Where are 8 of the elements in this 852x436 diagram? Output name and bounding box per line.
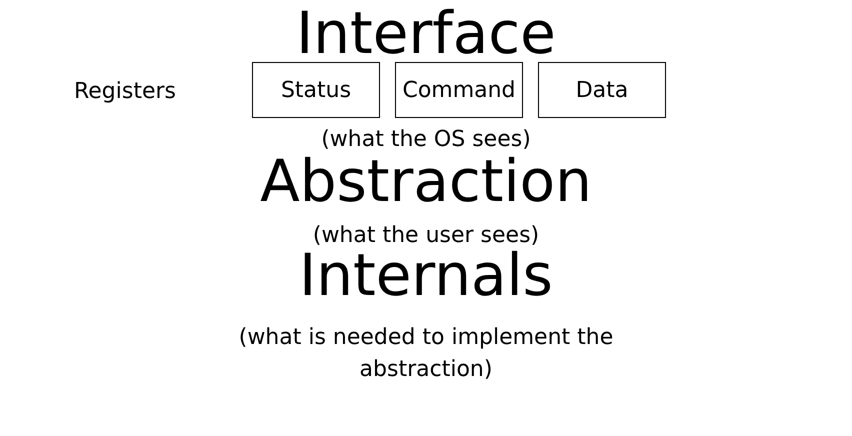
heading: Interface — [295, 4, 557, 62]
heading: Abstraction — [259, 152, 593, 210]
caption-text: (what is needed to implement the abstraction) — [238, 324, 614, 384]
register-box: Status — [252, 62, 380, 118]
register-box: Data — [538, 62, 666, 118]
caption-text: (what the OS sees) — [320, 126, 532, 154]
row-label: Registers — [72, 78, 178, 106]
register-box: Command — [395, 62, 523, 118]
